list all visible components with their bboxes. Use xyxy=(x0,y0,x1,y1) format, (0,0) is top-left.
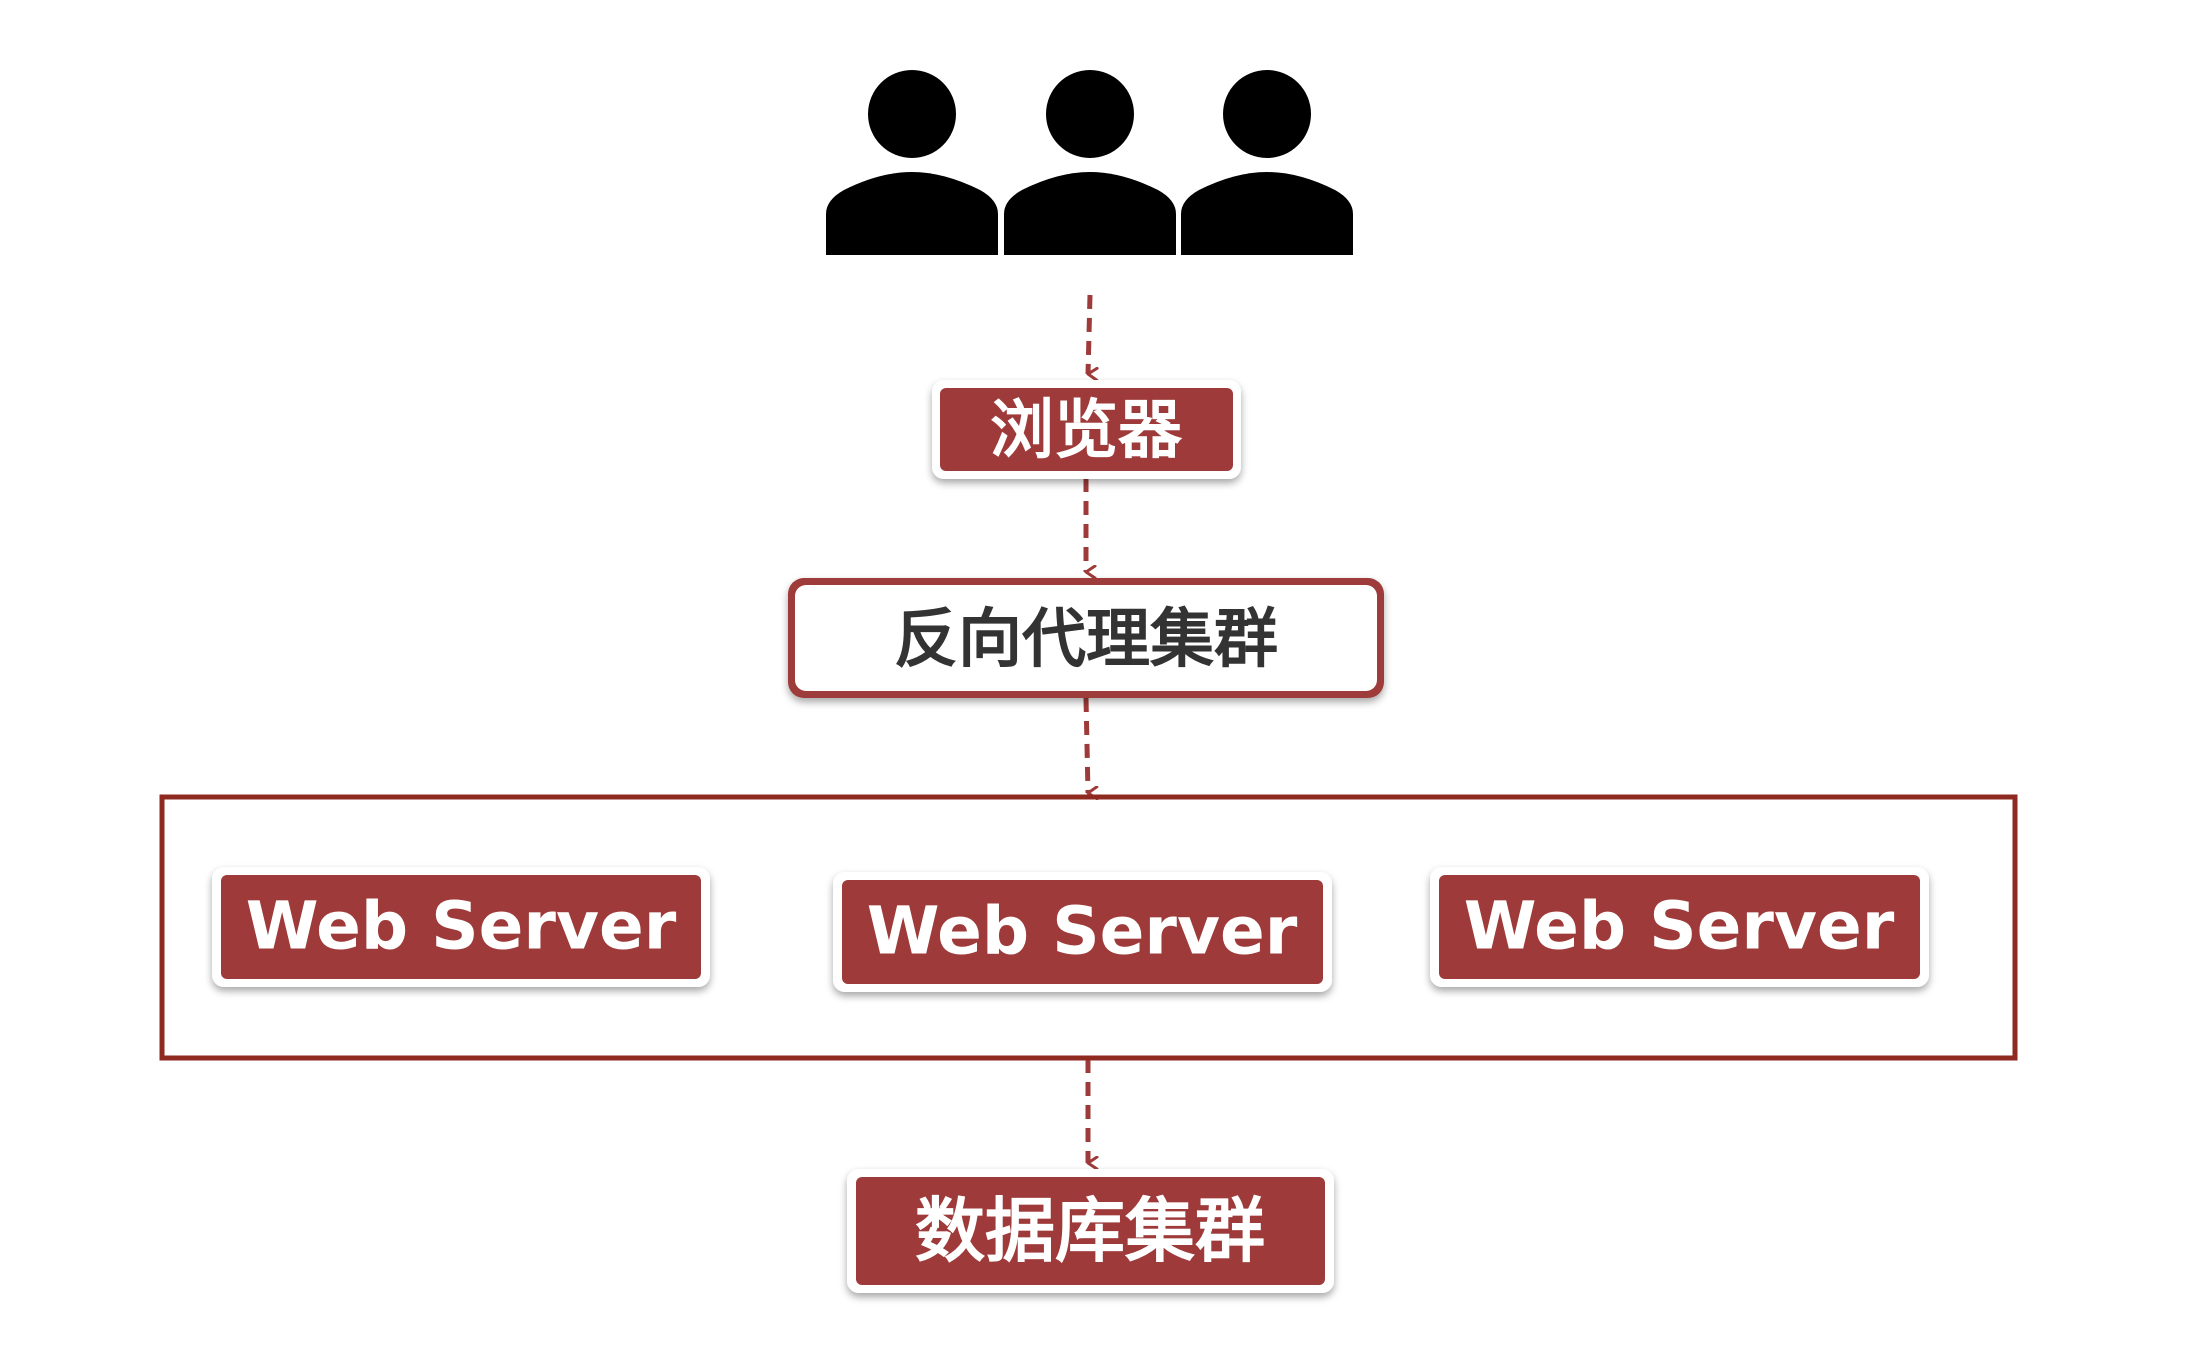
database-node: 数据库集群 xyxy=(847,1169,1334,1293)
web-server-group xyxy=(159,794,2018,1061)
user-icon-right xyxy=(1181,70,1353,255)
arrow-proxy-to-webservers xyxy=(1083,697,1088,793)
user-icon-center xyxy=(1004,70,1176,255)
connectors xyxy=(1083,294,1090,1163)
three-users-icon xyxy=(826,70,1353,255)
web-server-node-3: Web Server xyxy=(1430,867,1929,987)
reverse-proxy-node: 反向代理集群 xyxy=(788,578,1384,698)
browser-node: 浏览器 xyxy=(932,380,1241,479)
reverse-proxy-label: 反向代理集群 xyxy=(894,603,1278,677)
web-server-label-2: Web Server xyxy=(867,893,1298,970)
web-server-node-2: Web Server xyxy=(833,872,1332,992)
browser-label: 浏览器 xyxy=(990,394,1183,468)
web-server-label-1: Web Server xyxy=(246,888,677,965)
database-label: 数据库集群 xyxy=(915,1190,1265,1272)
web-server-node-1: Web Server xyxy=(212,867,710,987)
web-server-label-3: Web Server xyxy=(1464,888,1895,965)
user-icon-left xyxy=(826,70,998,255)
arrow-users-to-browser xyxy=(1085,294,1090,374)
